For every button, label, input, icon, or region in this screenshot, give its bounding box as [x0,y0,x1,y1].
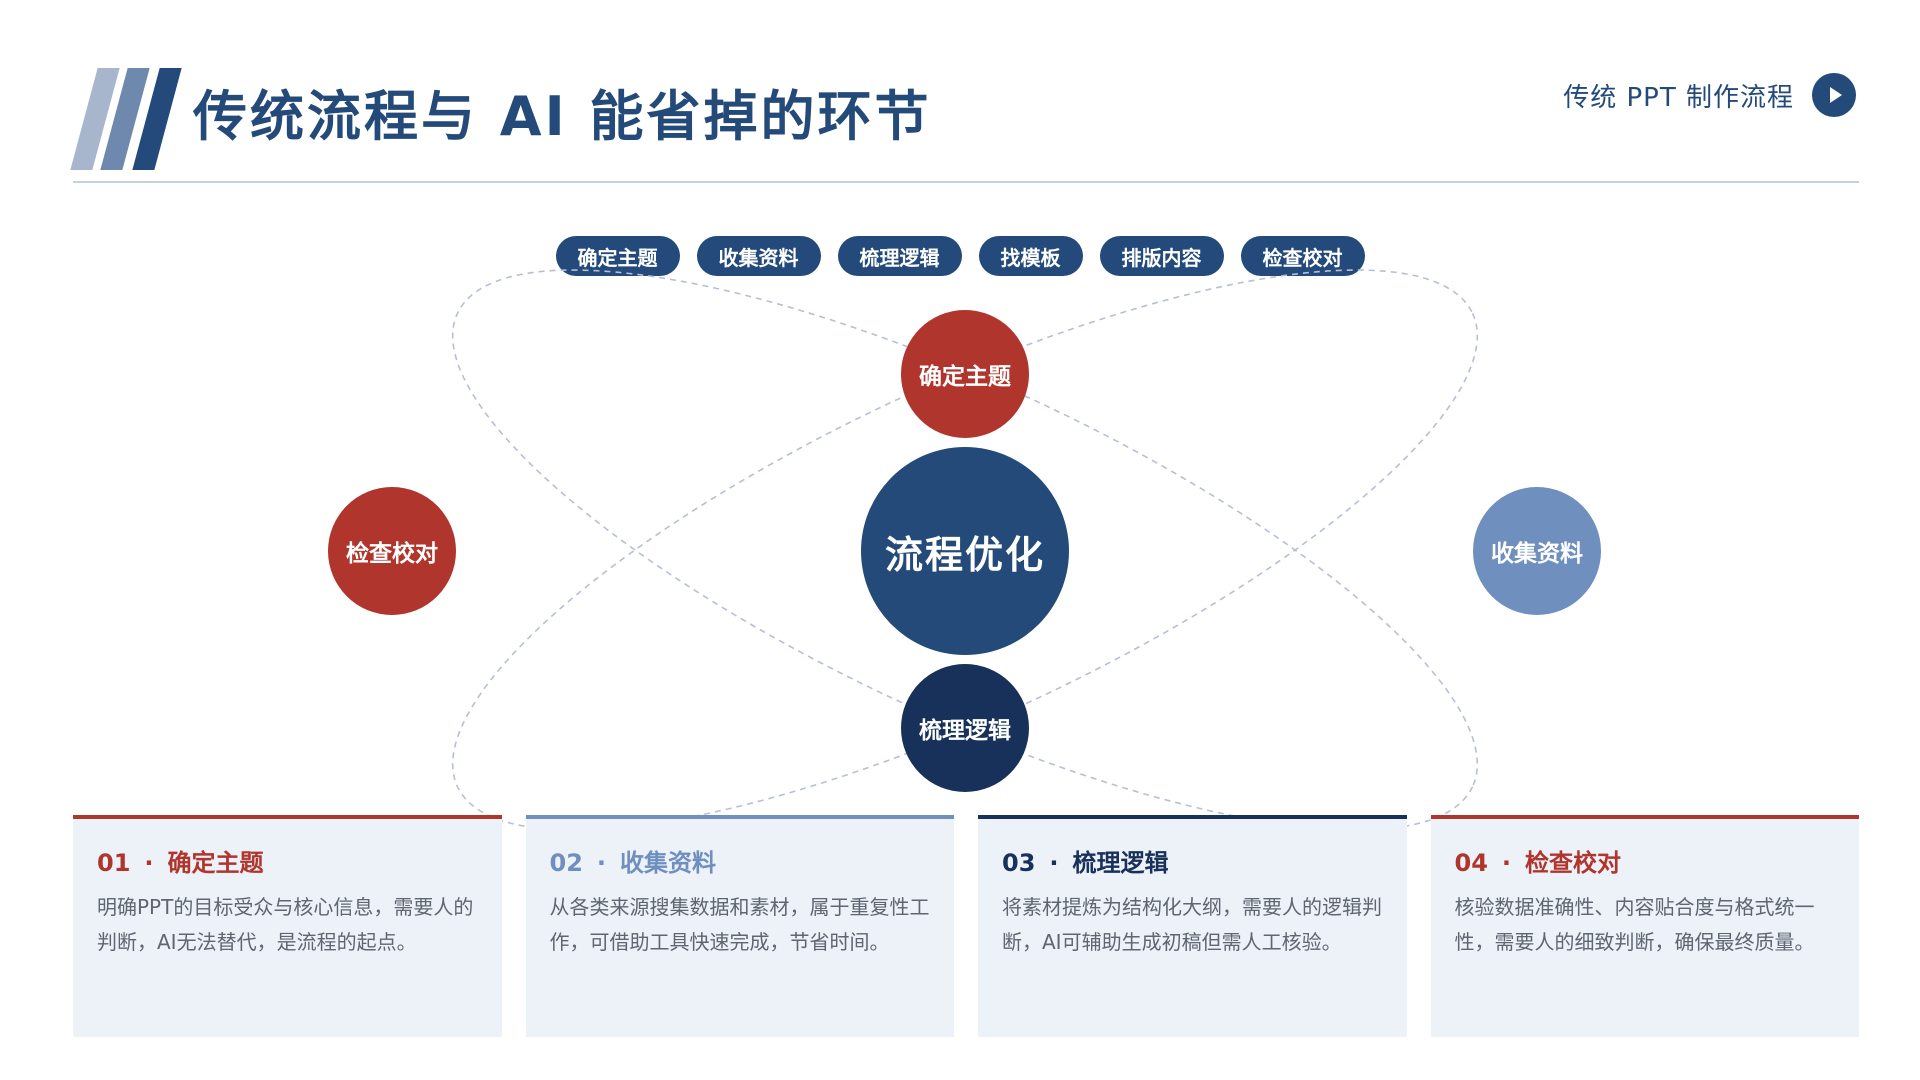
card-title: 01 · 确定主题 [97,843,480,878]
card-heading: 确定主题 [167,849,264,877]
header-divider [73,181,1859,183]
step-card: 04 · 检查校对 核验数据准确性、内容贴合度与格式统一性，需要人的细致判断，确保最… [1430,815,1859,1037]
page-title: 传统流程与 AI 能省掉的环节 [193,85,932,148]
card-separator: · [1501,849,1512,877]
step-pill[interactable]: 找模板 [978,236,1083,276]
header-caption: 传统 PPT 制作流程 [1563,82,1794,113]
orbit-ellipse [451,269,1479,831]
card-number: 01 [97,849,131,877]
card-number: 03 [1002,849,1036,877]
card-body: 从各类来源搜集数据和素材，属于重复性工作，可借助工具快速完成，节省时间。 [549,895,930,954]
card-title: 02 · 收集资料 [550,843,933,878]
card-body: 核验数据准确性、内容贴合度与格式统一性，需要人的细致判断，确保最终质量。 [1454,895,1815,954]
card-number: 02 [549,849,583,877]
node-center-process-optimization: 流程优化 [861,447,1069,655]
card-separator: · [144,849,154,877]
card-separator: · [596,849,607,877]
play-button[interactable] [1812,73,1856,117]
card-heading: 收集资料 [620,849,717,877]
card-body: 将素材提炼为结构化大纲，需要人的逻辑判断，AI可辅助生成初稿但需人工核验。 [1002,895,1382,954]
node-collect-materials: 收集资料 [1473,487,1601,615]
node-define-topic: 确定主题 [901,310,1029,438]
step-pill[interactable]: 排版内容 [1099,236,1224,276]
card-title: 03 · 梳理逻辑 [1002,843,1385,878]
step-card: 01 · 确定主题 明确PPT的目标受众与核心信息，需要人的判断，AI无法替代，是流… [73,815,502,1037]
node-organize-logic: 梳理逻辑 [901,664,1029,792]
card-separator: · [1049,849,1059,877]
step-pill[interactable]: 梳理逻辑 [837,236,962,276]
step-pill[interactable]: 检查校对 [1240,236,1365,276]
step-card: 03 · 梳理逻辑 将素材提炼为结构化大纲，需要人的逻辑判断，AI可辅助生成初稿但需… [978,815,1407,1037]
step-cards: 01 · 确定主题 明确PPT的目标受众与核心信息，需要人的判断，AI无法替代，是流… [73,815,1859,1037]
card-heading: 检查校对 [1525,849,1622,877]
node-proofread: 检查校对 [328,487,456,615]
card-number: 04 [1454,849,1488,877]
card-body: 明确PPT的目标受众与核心信息，需要人的判断，AI无法替代，是流程的起点。 [97,895,474,954]
step-pill[interactable]: 收集资料 [696,236,821,276]
orbit-ellipse [451,269,1479,831]
play-icon [1830,87,1842,103]
card-title: 04 · 检查校对 [1455,843,1838,878]
header-right: 传统 PPT 制作流程 [1563,73,1856,117]
step-card: 02 · 收集资料 从各类来源搜集数据和素材，属于重复性工作，可借助工具快速完成，节… [525,815,954,1037]
card-heading: 梳理逻辑 [1072,849,1169,877]
